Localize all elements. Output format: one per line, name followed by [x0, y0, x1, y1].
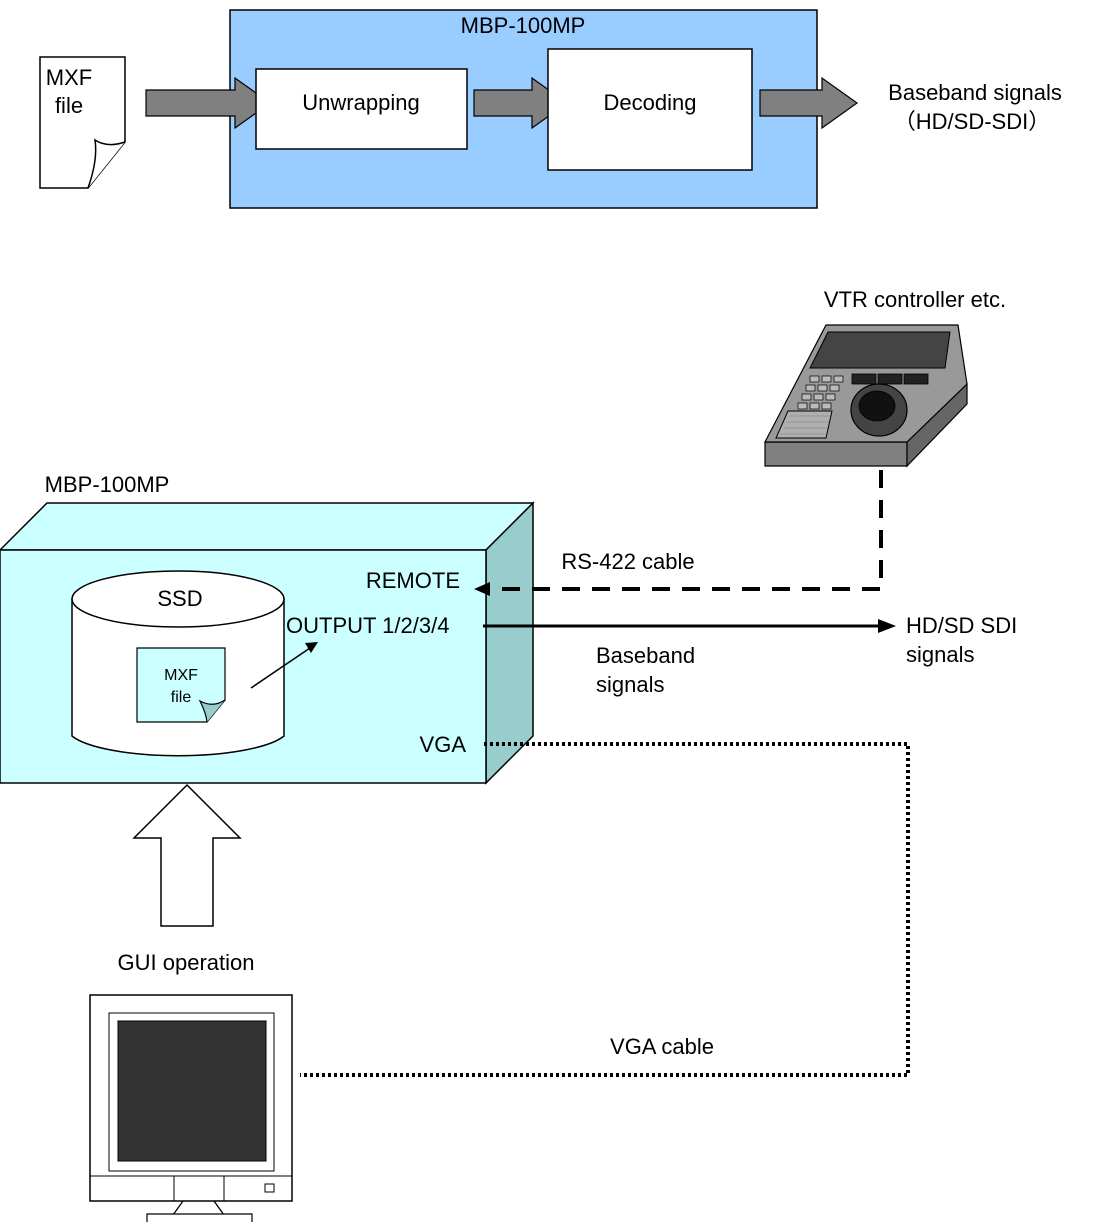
- monitor-screen: [117, 1020, 267, 1162]
- unwrapping-label: Unwrapping: [302, 90, 419, 115]
- baseband-output-label-1: Baseband signals: [888, 80, 1062, 105]
- port-vga-label: VGA: [420, 732, 467, 757]
- gui-operation-label: GUI operation: [118, 950, 255, 975]
- top-flow-diagram: MXF file MBP-100MP Unwrapping Decoding B…: [39, 9, 1062, 209]
- sdi-output-arrowhead: [878, 619, 896, 633]
- ssd-label: SSD: [157, 586, 202, 611]
- mxf-file-label-2: file: [55, 93, 83, 118]
- mxf-file-label-1: MXF: [46, 65, 92, 90]
- vga-cable: [300, 742, 910, 1077]
- port-remote-label: REMOTE: [366, 568, 460, 593]
- device-box-side: [485, 501, 534, 785]
- device-box-top: [0, 502, 535, 551]
- unwrapping-box: [255, 68, 468, 150]
- bottom-system-diagram: VTR controller etc.: [0, 287, 1017, 1222]
- decoding-label: Decoding: [604, 90, 697, 115]
- file-to-output-arrowhead: [305, 642, 318, 653]
- sdi-signals-label-2: signals: [906, 642, 974, 667]
- vga-cable-label: VGA cable: [610, 1034, 714, 1059]
- ssd-mxf-label-1: MXF: [164, 667, 198, 684]
- gui-operation-arrow: [132, 783, 242, 927]
- baseband-label-2: signals: [596, 672, 664, 697]
- ssd-mxf-file-fold-icon: [198, 699, 226, 723]
- baseband-label-1: Baseband: [596, 643, 695, 668]
- port-output-label: OUTPUT 1/2/3/4: [286, 613, 449, 638]
- ssd-mxf-label-2: file: [171, 689, 192, 706]
- sdi-signals-label-1: HD/SD SDI: [906, 613, 1017, 638]
- decoding-box: [547, 48, 753, 171]
- vtr-controller-icon: [764, 324, 968, 468]
- mxf-file-fold-icon: [87, 138, 126, 189]
- vtr-controller-label: VTR controller etc.: [824, 287, 1006, 312]
- rs422-arrowhead: [474, 582, 490, 596]
- rs422-cable: [484, 470, 883, 591]
- flow-arrow-3: [759, 76, 859, 130]
- device-process-title: MBP-100MP: [461, 13, 586, 38]
- monitor-icon: [89, 994, 293, 1222]
- monitor-power-button-icon: [264, 1183, 275, 1193]
- file-to-output-arrow: [250, 647, 311, 689]
- flow-arrow-1: [145, 76, 272, 130]
- baseband-output-label-2: （HD/SD-SDI）: [894, 109, 1050, 134]
- device-box-label: MBP-100MP: [45, 472, 170, 497]
- rs422-cable-label: RS-422 cable: [561, 549, 694, 574]
